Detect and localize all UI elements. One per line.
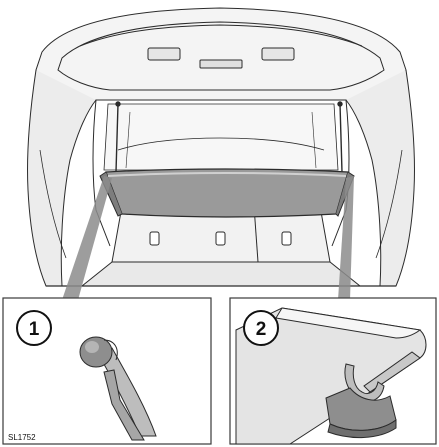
vehicle-rear-view: [26, 7, 416, 287]
rear-seat-tops: [117, 137, 325, 151]
leader-to-detail-2: [338, 176, 354, 300]
seat-release-2: [215, 231, 226, 246]
peg-bracket: [103, 369, 145, 441]
support-strap-left: [115, 103, 119, 173]
figure-reference-code: SL1752: [8, 433, 36, 442]
callout-circle-1: [16, 310, 52, 346]
load-space-cover-front-edge: [107, 172, 347, 177]
right-lamp-cluster: [375, 149, 403, 259]
callout-circle-2: [243, 310, 279, 346]
cabin-opening: [103, 103, 339, 171]
load-space-cover: [105, 168, 349, 218]
load-floor: [80, 261, 362, 287]
cabin-line-left: [125, 111, 131, 169]
peg-collar: [103, 339, 118, 361]
cabin-line-right: [311, 111, 317, 169]
seat-release-1: [149, 231, 160, 246]
tailgate-latch-left: [147, 47, 181, 61]
body-right-side: [345, 69, 416, 287]
seat-release-3: [281, 231, 292, 246]
detail-panel-1: 1 SL1752: [2, 297, 212, 445]
cover-mounting-peg: [79, 336, 157, 441]
clip-hook-face: [327, 419, 397, 439]
detail-panel-2: 2: [229, 297, 437, 445]
tailgate-spoiler-line: [79, 24, 363, 47]
cover-end-top-face: [275, 307, 422, 339]
support-strap-right: [339, 103, 343, 173]
cover-end-body: [235, 307, 427, 445]
strap-anchor-left: [115, 101, 121, 107]
leader-to-detail-1: [62, 176, 112, 300]
tailgate-lamp: [199, 59, 243, 69]
leader-lines: [62, 176, 354, 300]
strap-anchor-right: [337, 101, 343, 107]
cover-end-clip: [235, 307, 427, 445]
callout-number-1: 1: [29, 319, 40, 340]
callout-number-2: 2: [256, 319, 267, 340]
peg-head: [79, 336, 113, 368]
tailgate-latch-right: [261, 47, 295, 61]
left-lamp-cluster: [39, 149, 67, 259]
peg-head-highlight: [85, 341, 99, 353]
